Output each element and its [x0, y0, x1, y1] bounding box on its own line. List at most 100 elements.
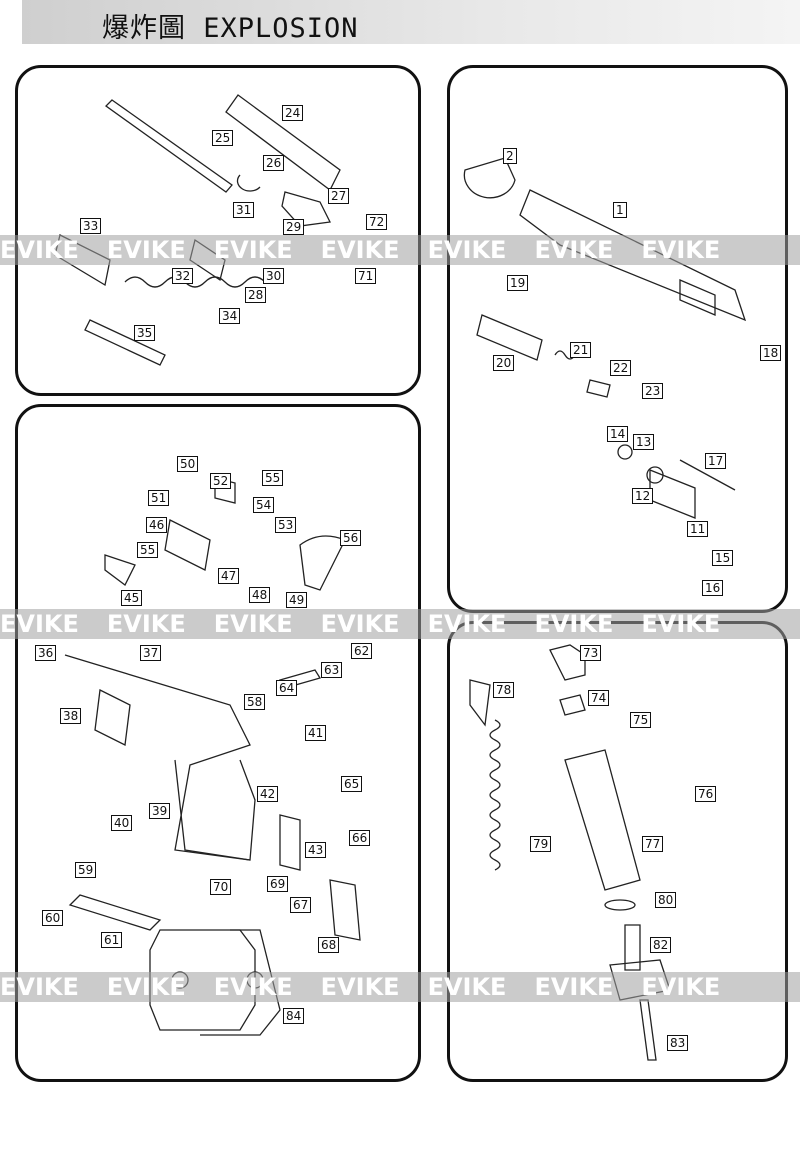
part-number-label: 33 [80, 218, 102, 234]
part-number-label: 23 [642, 383, 664, 399]
part-number-label: 16 [702, 580, 724, 596]
watermark-text: EVIKE [106, 973, 186, 1001]
part-number-label: 75 [630, 712, 652, 728]
watermark-text: EVIKE [213, 236, 293, 264]
part-number-label: 27 [328, 188, 350, 204]
part-number-label: 37 [140, 645, 162, 661]
part-number-label: 84 [283, 1008, 305, 1024]
watermark-text: EVIKE [213, 610, 293, 638]
part-number-label: 69 [267, 876, 289, 892]
header-bar: 爆炸圖 EXPLOSION [22, 0, 800, 44]
part-number-label: 36 [35, 645, 57, 661]
part-number-label: 46 [146, 517, 168, 533]
watermark-text: EVIKE [320, 610, 400, 638]
part-number-label: 52 [210, 473, 232, 489]
part-number-label: 82 [650, 937, 672, 953]
part-number-label: 47 [218, 568, 240, 584]
part-number-label: 29 [283, 219, 305, 235]
watermark-text: EVIKE [320, 236, 400, 264]
part-number-label: 35 [134, 325, 156, 341]
part-number-label: 65 [341, 776, 363, 792]
watermark-text: EVIKE [320, 973, 400, 1001]
part-number-label: 17 [705, 453, 727, 469]
part-number-label: 26 [263, 155, 285, 171]
watermark-text: EVIKE [427, 973, 507, 1001]
part-number-label: 20 [493, 355, 515, 371]
panel-frame-assembly [15, 404, 421, 1082]
part-number-label: 53 [275, 517, 297, 533]
part-number-label: 51 [148, 490, 170, 506]
watermark-text: EVIKE [0, 236, 79, 264]
part-number-label: 67 [290, 897, 312, 913]
part-number-label: 77 [642, 836, 664, 852]
part-number-label: 62 [351, 643, 373, 659]
panel-magazine-assembly [447, 621, 788, 1082]
part-number-label: 31 [233, 202, 255, 218]
watermark-text: EVIKE [641, 973, 721, 1001]
part-number-label: 56 [340, 530, 362, 546]
part-number-label: 66 [349, 830, 371, 846]
part-number-label: 38 [60, 708, 82, 724]
part-number-label: 41 [305, 725, 327, 741]
part-number-label: 2 [503, 148, 517, 164]
watermark-band: EVIKE EVIKE EVIKE EVIKE EVIKE EVIKE EVIKE [0, 235, 800, 265]
watermark-text: EVIKE [0, 610, 79, 638]
part-number-label: 54 [253, 497, 275, 513]
watermark-text: EVIKE [427, 236, 507, 264]
part-number-label: 15 [712, 550, 734, 566]
part-number-label: 11 [687, 521, 709, 537]
watermark-text: EVIKE [106, 236, 186, 264]
watermark-band: EVIKE EVIKE EVIKE EVIKE EVIKE EVIKE EVIKE [0, 972, 800, 1002]
part-number-label: 49 [286, 592, 308, 608]
part-number-label: 19 [507, 275, 529, 291]
part-number-label: 80 [655, 892, 677, 908]
watermark-text: EVIKE [534, 610, 614, 638]
watermark-text: EVIKE [534, 973, 614, 1001]
part-number-label: 59 [75, 862, 97, 878]
part-number-label: 42 [257, 786, 279, 802]
part-number-label: 13 [633, 434, 655, 450]
part-number-label: 34 [219, 308, 241, 324]
part-number-label: 48 [249, 587, 271, 603]
watermark-text: EVIKE [641, 236, 721, 264]
part-number-label: 55 [137, 542, 159, 558]
part-number-label: 72 [366, 214, 388, 230]
part-number-label: 24 [282, 105, 304, 121]
part-number-label: 83 [667, 1035, 689, 1051]
watermark-text: EVIKE [213, 973, 293, 1001]
part-number-label: 45 [121, 590, 143, 606]
part-number-label: 28 [245, 287, 267, 303]
part-number-label: 55 [262, 470, 284, 486]
part-number-label: 50 [177, 456, 199, 472]
part-number-label: 43 [305, 842, 327, 858]
part-number-label: 63 [321, 662, 343, 678]
part-number-label: 30 [263, 268, 285, 284]
part-number-label: 71 [355, 268, 377, 284]
part-number-label: 73 [580, 645, 602, 661]
panel-slide-assembly [447, 65, 788, 613]
part-number-label: 78 [493, 682, 515, 698]
watermark-band: EVIKE EVIKE EVIKE EVIKE EVIKE EVIKE EVIKE [0, 609, 800, 639]
part-number-label: 18 [760, 345, 782, 361]
part-number-label: 21 [570, 342, 592, 358]
part-number-label: 70 [210, 879, 232, 895]
part-number-label: 68 [318, 937, 340, 953]
part-number-label: 61 [101, 932, 123, 948]
part-number-label: 60 [42, 910, 64, 926]
part-number-label: 64 [276, 680, 298, 696]
page-title: 爆炸圖 EXPLOSION [102, 13, 359, 44]
part-number-label: 1 [613, 202, 627, 218]
watermark-text: EVIKE [641, 610, 721, 638]
part-number-label: 25 [212, 130, 234, 146]
part-number-label: 12 [632, 488, 654, 504]
watermark-text: EVIKE [0, 973, 79, 1001]
part-number-label: 39 [149, 803, 171, 819]
watermark-text: EVIKE [106, 610, 186, 638]
watermark-text: EVIKE [427, 610, 507, 638]
part-number-label: 32 [172, 268, 194, 284]
part-number-label: 79 [530, 836, 552, 852]
part-number-label: 40 [111, 815, 133, 831]
part-number-label: 22 [610, 360, 632, 376]
watermark-text: EVIKE [534, 236, 614, 264]
